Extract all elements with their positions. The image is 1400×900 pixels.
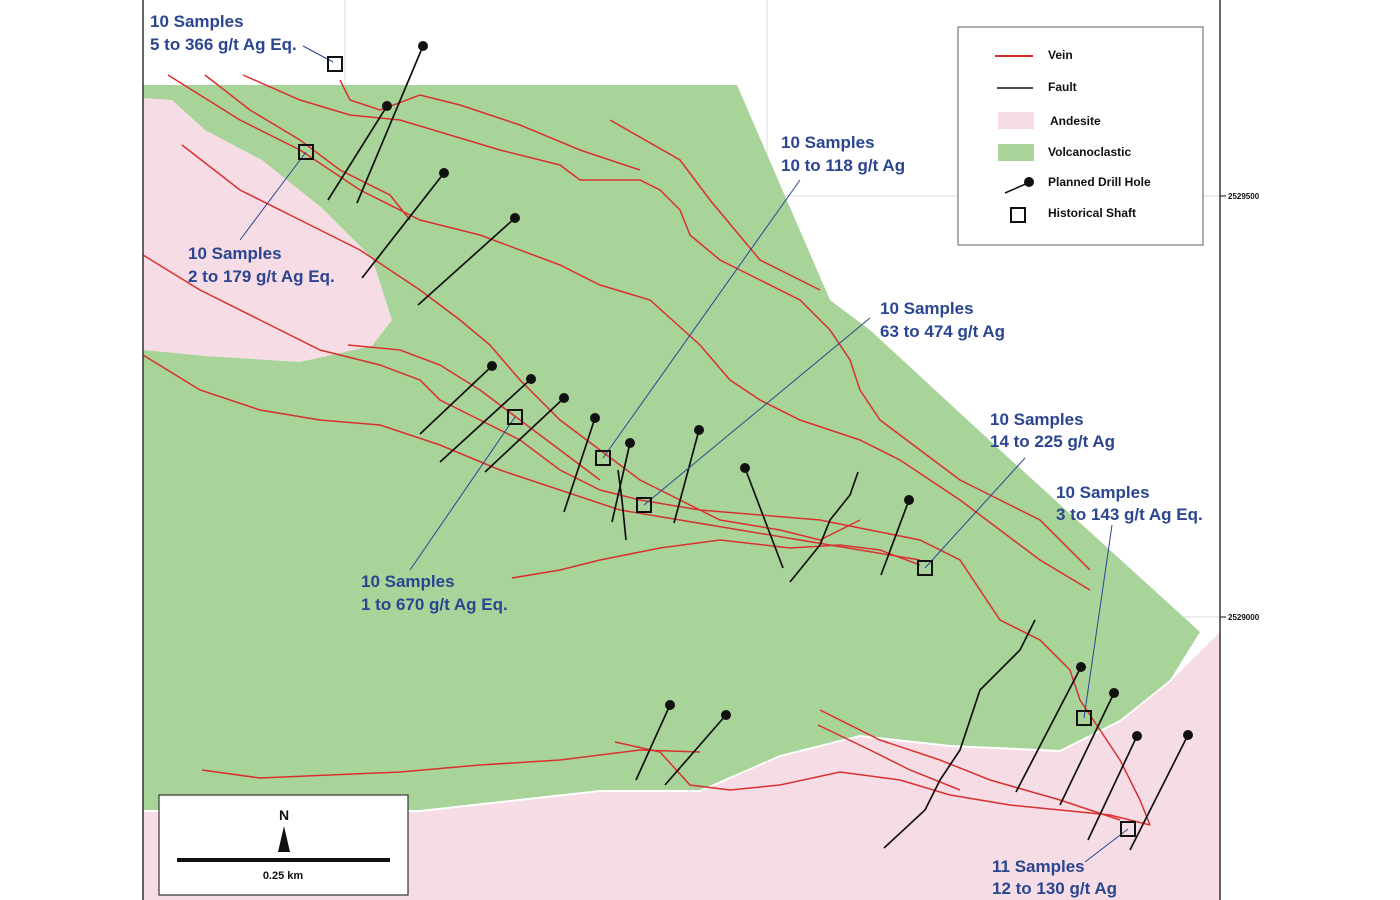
drill-hole — [1059, 688, 1119, 806]
drill-hole — [1129, 730, 1193, 851]
drill-hole — [327, 101, 392, 201]
shaft — [327, 56, 343, 72]
planned-drill-holes — [327, 41, 1193, 851]
drill-hole — [1087, 731, 1142, 841]
northing-label: 2529000 — [1228, 613, 1260, 622]
sample-grade: 12 to 130 g/t Ag — [992, 879, 1117, 898]
andesite-swatch-icon — [998, 112, 1034, 129]
historical-shafts — [298, 56, 1136, 837]
shaft — [298, 144, 314, 160]
sample-grade: 63 to 474 g/t Ag — [880, 322, 1005, 341]
scale-label: 0.25 km — [263, 870, 304, 882]
sample-labels: 10 Samples 5 to 366 g/t Ag Eq. 10 Sample… — [150, 12, 1203, 898]
sample-count: 10 Samples — [361, 572, 455, 591]
shaft — [917, 560, 933, 576]
legend-label: Planned Drill Hole — [1048, 175, 1151, 189]
northing-labels: 2529500 2529000 — [1220, 192, 1260, 622]
drill-hole — [563, 413, 600, 513]
north-arrow-icon — [278, 826, 290, 852]
drill-hole — [1015, 662, 1086, 793]
faults — [617, 469, 1036, 849]
sample-grade: 5 to 366 g/t Ag Eq. — [150, 35, 297, 54]
sample-count: 10 Samples — [880, 299, 974, 318]
drill-hole — [664, 710, 731, 786]
sample-count: 10 Samples — [150, 12, 244, 31]
shaft — [595, 450, 611, 466]
northing-label: 2529500 — [1228, 192, 1260, 201]
sample-count: 10 Samples — [781, 133, 875, 152]
legend-label: Historical Shaft — [1048, 206, 1136, 220]
sample-count: 11 Samples — [992, 857, 1085, 876]
drill-hole-icon — [1004, 177, 1034, 194]
veins — [142, 74, 1151, 826]
shaft-square-icon — [1010, 207, 1026, 223]
sample-count: 10 Samples — [1056, 483, 1150, 502]
andesite-unit-northwest — [143, 98, 392, 362]
scale-bar-box: N 0.25 km — [158, 794, 409, 896]
legend-label: Vein — [1048, 48, 1073, 62]
leader-lines — [239, 45, 1129, 863]
drill-hole — [740, 463, 784, 569]
sample-grade: 2 to 179 g/t Ag Eq. — [188, 267, 335, 286]
sample-count: 10 Samples — [188, 244, 282, 263]
volcanoclastic-unit — [143, 85, 1200, 810]
legend-label: Volcanoclastic — [1048, 145, 1131, 159]
volcanoclastic-swatch-icon — [998, 144, 1034, 161]
drill-hole — [417, 213, 520, 306]
sample-grade: 1 to 670 g/t Ag Eq. — [361, 595, 508, 614]
sample-grade: 10 to 118 g/t Ag — [781, 156, 905, 175]
legend-label: Andesite — [1050, 114, 1101, 128]
shaft — [1120, 821, 1136, 837]
sample-grade: 3 to 143 g/t Ag Eq. — [1056, 505, 1203, 524]
shaft — [1076, 710, 1092, 726]
shaft — [507, 409, 523, 425]
drill-hole — [484, 393, 569, 473]
drill-hole — [880, 495, 914, 576]
drill-hole — [635, 700, 675, 781]
legend: Vein Fault Andesite Volcanoclastic Plann… — [957, 26, 1204, 246]
drill-hole — [673, 425, 704, 524]
legend-label: Fault — [1048, 80, 1077, 94]
drill-hole — [356, 41, 428, 204]
shaft — [636, 497, 652, 513]
drill-hole — [361, 168, 449, 279]
sample-count: 10 Samples — [990, 410, 1084, 429]
andesite-unit-bottom — [143, 632, 1220, 900]
north-label: N — [279, 807, 289, 823]
drill-hole — [611, 438, 635, 523]
drill-hole — [419, 361, 497, 435]
drill-hole — [439, 374, 536, 463]
sample-grade: 14 to 225 g/t Ag — [990, 432, 1115, 451]
